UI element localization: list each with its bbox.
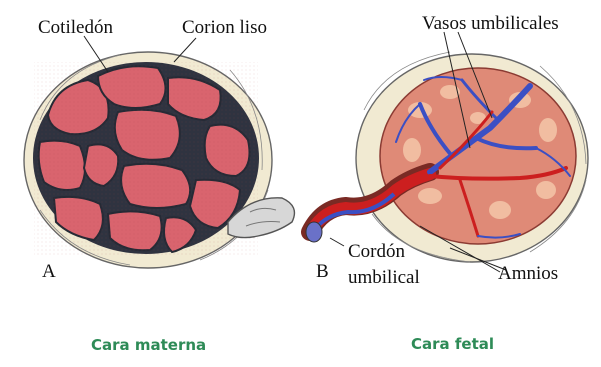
- panel-a-label: A: [42, 262, 56, 281]
- fetal-placenta: [306, 32, 588, 272]
- cord-label-line2: umbilical: [348, 268, 420, 287]
- fetal-face-caption: Cara fetal: [411, 337, 494, 352]
- cotyledon-label: Cotiledón: [38, 18, 113, 37]
- maternal-face-caption: Cara materna: [91, 338, 206, 353]
- chorion-label: Corion liso: [182, 18, 267, 37]
- cord-leader: [330, 238, 344, 246]
- maternal-placenta: [24, 36, 294, 268]
- amnion-label: Amnios: [498, 264, 558, 283]
- cotyledon-texture: [34, 62, 258, 256]
- cord-cut-end: [306, 222, 322, 242]
- cord-label-line1: Cordón: [348, 242, 405, 261]
- panel-b-label: B: [316, 262, 329, 281]
- vessels-label: Vasos umbilicales: [422, 14, 559, 33]
